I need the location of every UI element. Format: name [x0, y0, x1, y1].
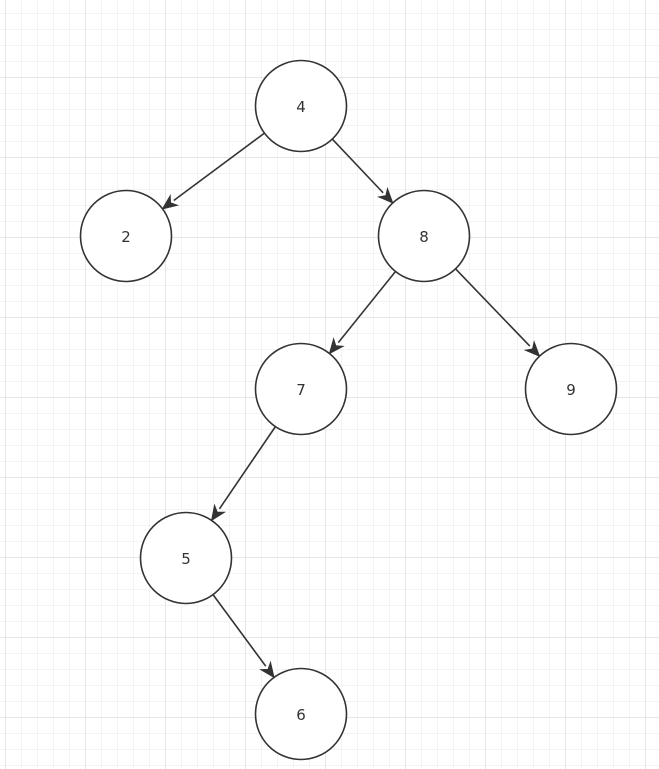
node-circle[interactable] [377, 189, 471, 283]
edge-line [337, 270, 397, 344]
node-label: 2 [121, 228, 131, 246]
arrowhead-icon [259, 660, 275, 679]
arrowhead-icon [161, 193, 180, 210]
edge-n5-n6 [212, 594, 275, 679]
edge-n7-n5 [210, 426, 277, 522]
node-circle[interactable] [254, 59, 348, 153]
node-circle[interactable] [254, 667, 348, 761]
edge-n8-n7 [328, 270, 397, 355]
edge-line [218, 426, 277, 510]
node-label: 9 [566, 381, 576, 399]
nodes-layer: 4 2 8 7 9 5 6 [79, 59, 618, 761]
node-circle[interactable] [79, 189, 173, 283]
edge-n4-n2 [161, 132, 265, 210]
node-circle[interactable] [524, 342, 618, 436]
node-circle[interactable] [139, 511, 233, 605]
arrowhead-icon [377, 186, 394, 204]
edge-line [331, 138, 384, 194]
arrowhead-icon [328, 337, 345, 355]
tree-node-4[interactable]: 4 [254, 59, 348, 153]
node-label: 4 [296, 98, 306, 116]
node-label: 8 [419, 228, 429, 246]
tree-node-8[interactable]: 8 [377, 189, 471, 283]
tree-node-9[interactable]: 9 [524, 342, 618, 436]
node-label: 6 [296, 706, 306, 724]
edges-layer [161, 132, 541, 679]
tree-node-7[interactable]: 7 [254, 342, 348, 436]
tree-node-2[interactable]: 2 [79, 189, 173, 283]
tree-node-5[interactable]: 5 [139, 511, 233, 605]
edge-n4-n8 [331, 138, 394, 204]
edge-line [454, 268, 531, 347]
node-label: 5 [181, 550, 191, 568]
node-label: 7 [296, 381, 306, 399]
edge-line [173, 132, 265, 202]
edge-line [212, 594, 267, 667]
arrowhead-icon [523, 340, 541, 358]
arrowhead-icon [210, 503, 227, 522]
tree-node-6[interactable]: 6 [254, 667, 348, 761]
node-circle[interactable] [254, 342, 348, 436]
edge-n8-n9 [454, 268, 541, 358]
